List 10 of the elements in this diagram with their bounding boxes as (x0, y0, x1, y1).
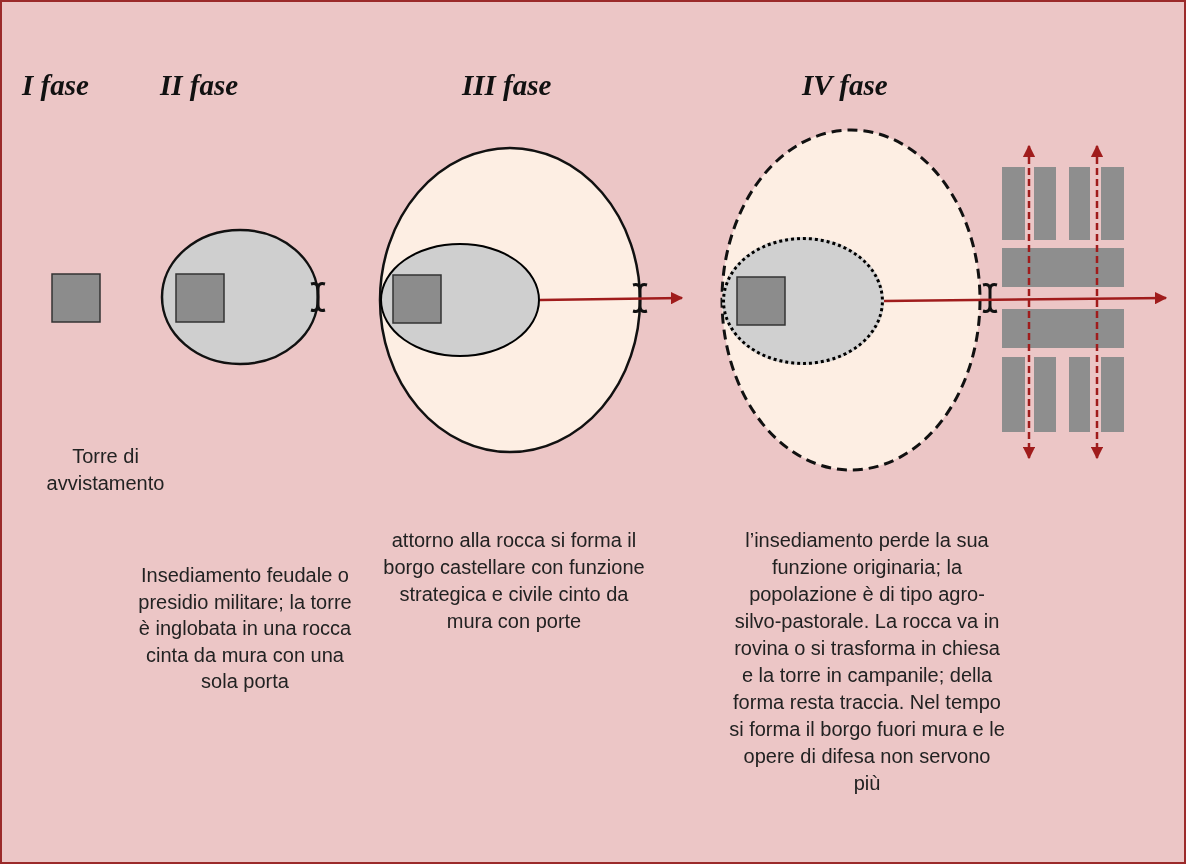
description-text: Insediamento feudale o presidio militare; la torre è inglobata in una rocca cinta da mura con una sola porta (137, 563, 353, 694)
arrow (540, 291, 684, 305)
description-text: Torre di avvistamento (45, 444, 166, 496)
phase-title: I fase (22, 68, 90, 103)
description-text: l’insediamento perde la sua funzione originaria; la popolazione è di tipo agro-silvo-pastorale. La rocca va in rovina o si trasforma in chiesa e la torre in campanile; della forma resta traccia. Nel tempo si forma il borgo fuori mura e le opere di difesa non servono più (728, 528, 1006, 796)
phase-title: II fase (160, 68, 240, 103)
phase-title: III fase (462, 68, 553, 103)
arrow (884, 291, 1168, 305)
phase-title: IV fase (802, 68, 889, 103)
description-text: attorno alla rocca si forma il borgo castellare con funzione strategica e civile cinto da mura con porte (382, 528, 646, 634)
